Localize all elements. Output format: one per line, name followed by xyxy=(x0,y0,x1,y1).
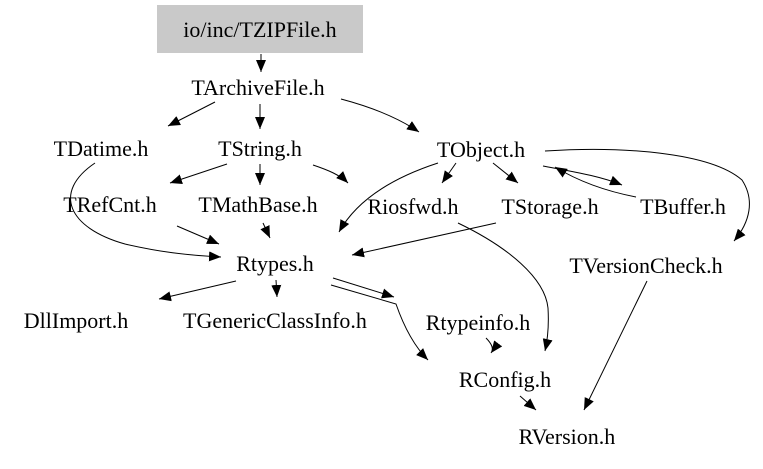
node-rtypes[interactable]: Rtypes.h xyxy=(236,251,314,276)
node-label-tzipfile: io/inc/TZIPFile.h xyxy=(183,17,336,42)
edge-rtypes-rtypeinfo xyxy=(332,277,395,299)
node-riosfwd[interactable]: Riosfwd.h xyxy=(367,194,458,219)
edge-tbuffer-tobject xyxy=(554,166,637,198)
edge-tversioncheck-rversion xyxy=(583,280,648,411)
node-tgenericclassinfo[interactable]: TGenericClassInfo.h xyxy=(183,308,367,333)
node-tdatime[interactable]: TDatime.h xyxy=(54,136,149,161)
node-dllimport[interactable]: DllImport.h xyxy=(24,308,129,333)
node-tzipfile-root: io/inc/TZIPFile.h xyxy=(157,5,363,53)
edge-rtypes-rconfig xyxy=(330,284,429,361)
node-tbuffer[interactable]: TBuffer.h xyxy=(640,194,726,219)
node-trefcnt[interactable]: TRefCnt.h xyxy=(63,192,157,217)
edge-tarchivefile-tdatime xyxy=(167,101,216,127)
node-tobject[interactable]: TObject.h xyxy=(437,137,525,162)
edge-tstring-trefcnt xyxy=(169,163,228,184)
edge-tmathbase-rtypes xyxy=(260,222,271,239)
edge-rconfig-rversion xyxy=(519,395,537,411)
edge-tobject-tbuffer xyxy=(542,165,623,186)
edge-tstring-riosfwd xyxy=(312,164,349,184)
edge-tdatime-rtypes xyxy=(70,162,222,262)
node-tversioncheck[interactable]: TVersionCheck.h xyxy=(569,253,722,278)
edge-tobject-tversioncheck xyxy=(544,148,750,242)
node-rtypeinfo[interactable]: Rtypeinfo.h xyxy=(426,310,531,335)
edge-tobject-riosfwd xyxy=(441,162,457,184)
edge-rtypes-dllimport xyxy=(158,280,237,302)
node-tmathbase[interactable]: TMathBase.h xyxy=(198,192,317,217)
root-node-box xyxy=(157,5,363,53)
edge-tobject-rtypes xyxy=(338,162,439,233)
node-rconfig[interactable]: RConfig.h xyxy=(459,367,551,392)
edge-tobject-tstorage xyxy=(492,162,519,184)
node-tstring[interactable]: TString.h xyxy=(218,136,302,161)
node-tstorage[interactable]: TStorage.h xyxy=(501,194,598,219)
edge-tstorage-rtypes xyxy=(351,222,497,258)
node-rversion[interactable]: RVersion.h xyxy=(519,424,616,449)
node-tarchivefile[interactable]: TArchiveFile.h xyxy=(191,75,324,100)
edge-tarchivefile-tobject xyxy=(340,98,420,133)
edge-trefcnt-rtypes xyxy=(176,225,220,245)
edge-riosfwd-rconfig xyxy=(457,222,553,352)
edge-rtypeinfo-rconfig xyxy=(485,337,503,354)
edge-rtypes-tgenericclassinfo xyxy=(271,279,282,298)
